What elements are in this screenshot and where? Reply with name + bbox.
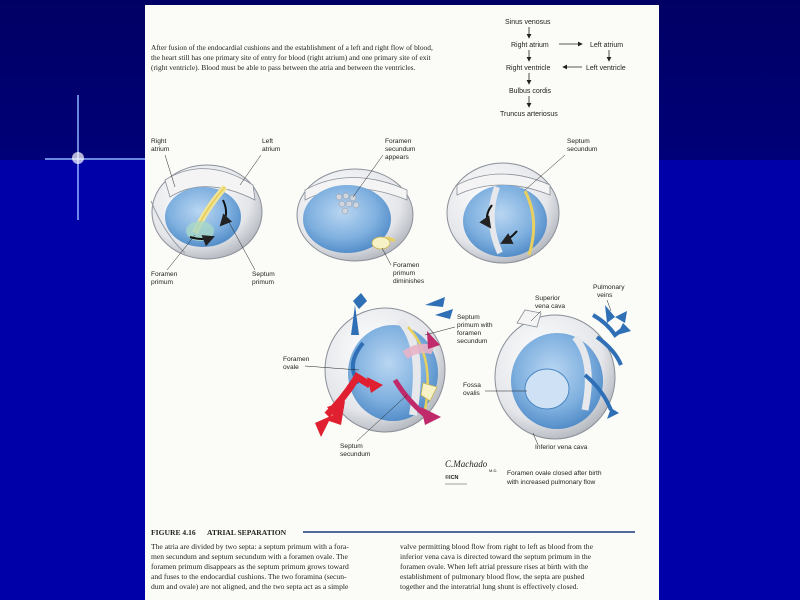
caption-col1-line: foramen primum disappears as the septum …: [151, 562, 349, 571]
caption-col2-line: establishment of pulmonary blood flow, t…: [400, 572, 585, 581]
label-pulmonary-veins-2: veins: [597, 292, 613, 299]
caption-col1-line: The atria are divided by two septa: a se…: [151, 542, 349, 551]
label-septum-primum-foramen-3: foramen: [457, 330, 482, 337]
caption-col2-line: inferior vena cava is directed toward th…: [400, 552, 592, 561]
label-right-atrium-2: atrium: [151, 146, 170, 153]
caption-column-2: valve permitting blood flow from right t…: [400, 542, 650, 592]
label-primum-diminishes-3: diminishes: [393, 278, 425, 285]
label-septum-secundum-bottom-2: secundum: [340, 451, 371, 458]
label-fossa-ovalis-2: ovalis: [463, 390, 481, 397]
caption-col2-line: together and the interatrial lung shunt …: [400, 582, 579, 591]
label-closed-1: Foramen ovale closed after birth: [507, 470, 602, 477]
figure-title: ATRIAL SEPARATION: [207, 528, 287, 537]
caption-col1-line: men secundum and septum secundum with a …: [151, 552, 348, 561]
label-inferior-vc: Inferior vena cava: [535, 444, 588, 451]
label-septum-primum-1: Septum: [252, 271, 275, 278]
caption-col2-line: valve permitting blood flow from right t…: [400, 542, 593, 551]
flow-truncus-arteriosus: Truncus arteriosus: [500, 111, 558, 118]
label-pulmonary-veins-1: Pulmonary: [593, 284, 625, 291]
caption-col2-line: foramen ovale. When left atrial pressure…: [400, 562, 589, 571]
caption-col1-line: dum and ovale) are not aligned, and the …: [151, 582, 349, 591]
label-septum-secundum-bottom-1: Septum: [340, 443, 363, 450]
label-primum-diminishes-1: Foramen: [393, 262, 420, 269]
label-superior-vc-1: Superior: [535, 295, 561, 302]
label-foramen-secundum-2: secundum: [385, 146, 416, 153]
label-septum-primum-foramen-4: secundum: [457, 338, 488, 345]
flow-left-ventricle: Left ventricle: [586, 65, 626, 72]
heart-1-labels: Right atrium Left atrium Foramen primum …: [151, 138, 281, 286]
flow-sinus-venosus: Sinus venosus: [505, 19, 551, 26]
signature-suffix: M.D.: [489, 468, 497, 473]
heart-stage-4: [315, 293, 453, 437]
label-left-atrium-2: atrium: [262, 146, 281, 153]
textbook-page: After fusion of the endocardial cushions…: [145, 5, 659, 600]
label-foramen-ovale-1: Foramen: [283, 356, 310, 363]
label-primum-diminishes-2: primum: [393, 270, 415, 277]
heart-stage-5: [494, 305, 631, 440]
label-foramen-ovale-2: ovale: [283, 364, 299, 371]
label-septum-secundum-top-2: secundum: [567, 146, 598, 153]
flow-right-atrium: Right atrium: [511, 42, 549, 49]
caption-column-1: The atria are divided by two septa: a se…: [151, 542, 391, 592]
label-septum-primum-foramen-1: Septum: [457, 314, 480, 321]
label-right-atrium-1: Right: [151, 138, 167, 145]
intro-line-3: (right ventricle). Blood must be able to…: [151, 63, 415, 72]
heart-stage-2: [296, 168, 414, 262]
label-foramen-secundum-3: appears: [385, 154, 410, 161]
label-foramen-secundum-1: Foramen: [385, 138, 412, 145]
decorative-horizontal-line: [45, 158, 145, 160]
figure-number: FIGURE 4.16: [151, 528, 196, 537]
signature-sub: ©ICN: [445, 474, 459, 481]
label-closed-2: with increased pulmonary flow: [506, 479, 596, 486]
intro-line-1: After fusion of the endocardial cushions…: [151, 43, 433, 52]
caption-col1-line: and fuses to the endocardial cushions. T…: [151, 572, 347, 581]
label-septum-secundum-top-1: Septum: [567, 138, 590, 145]
flow-bulbus-cordis: Bulbus cordis: [509, 88, 552, 95]
label-foramen-primum-1: Foramen: [151, 271, 178, 278]
signature-name: C.Machado: [445, 459, 488, 469]
artist-signature: C.Machado M.D. ©ICN: [445, 459, 497, 485]
flow-right-ventricle: Right ventricle: [506, 65, 550, 72]
label-superior-vc-2: vena cava: [535, 303, 565, 310]
flow-left-atrium: Left atrium: [590, 42, 623, 49]
heart-stage-3: [446, 162, 560, 264]
label-foramen-primum-2: primum: [151, 279, 173, 286]
heart-4-labels: Foramen ovale Septum primum with foramen…: [283, 314, 493, 458]
intro-line-2: the heart still has one primary site of …: [151, 53, 431, 62]
label-fossa-ovalis-1: Fossa: [463, 382, 481, 389]
heart-5-labels: Superior vena cava Pulmonary veins Fossa…: [463, 284, 625, 486]
heart-stage-1: [150, 164, 263, 260]
label-septum-primum-foramen-2: primum with: [457, 322, 493, 329]
heart-3-labels: Septum secundum: [524, 138, 598, 191]
flow-diagram: Sinus venosus Right atrium Left atrium R…: [500, 19, 626, 118]
heart-2-labels: Foramen secundum appears Foramen primum …: [352, 138, 425, 285]
label-left-atrium-1: Left: [262, 138, 273, 145]
label-septum-primum-2: primum: [252, 279, 274, 286]
decorative-glow: [72, 152, 84, 164]
figure-illustration: After fusion of the endocardial cushions…: [150, 19, 635, 537]
